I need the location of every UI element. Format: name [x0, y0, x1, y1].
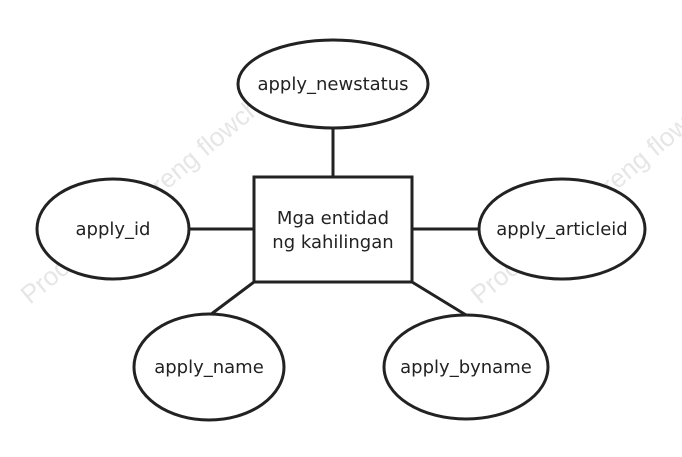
attribute-label-top: apply_newstatus: [257, 74, 408, 95]
entity-box: [252, 175, 414, 284]
attribute-ellipse-left: [35, 177, 191, 281]
attribute-label-bottom-left: apply_name: [154, 357, 264, 378]
connector-bottom-right: [411, 280, 467, 317]
attribute-label-left: apply_id: [76, 219, 151, 240]
entity-label-line2: ng kahilingan: [272, 232, 393, 253]
attribute-ellipse-right: [477, 177, 647, 281]
attribute-ellipse-bottom-right: [382, 313, 550, 421]
connector-bottom-left: [209, 280, 255, 317]
attribute-label-bottom-right: apply_byname: [400, 357, 532, 378]
attribute-ellipse-bottom-left: [132, 312, 286, 422]
entity-label-line1: Mga entidad: [277, 208, 389, 229]
attribute-ellipse-top: [236, 38, 430, 130]
attribute-label-right: apply_articleid: [496, 219, 627, 240]
